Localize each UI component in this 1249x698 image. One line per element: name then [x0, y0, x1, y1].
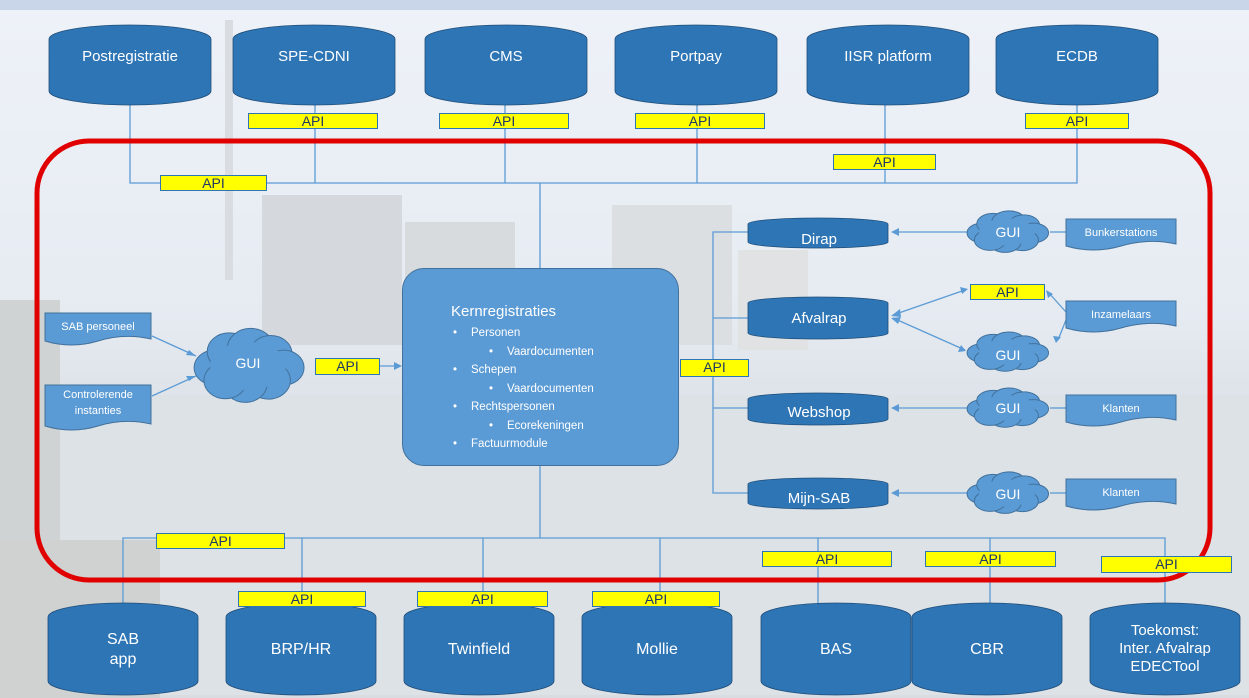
bottom-system-4-cylinder [760, 602, 912, 696]
core-item: Factuurmodule [453, 438, 548, 450]
core-registrations-box: Kernregistraties PersonenVaardocumentenS… [402, 268, 679, 466]
api-tag-twinfield: API [417, 591, 548, 607]
api-tag-iisr: API [833, 154, 936, 170]
core-title: Kernregistraties [451, 303, 557, 320]
app-webshop-cylinder [747, 392, 889, 426]
api-tag-core-apps: API [680, 359, 749, 377]
gui-afvalrap-cloud [966, 331, 1050, 372]
api-tag-cbr: API [925, 551, 1056, 567]
core-item: Rechtspersonen [453, 401, 555, 413]
api-tag-top-bus: API [160, 175, 267, 191]
bottom-system-0-cylinder [47, 602, 199, 696]
top-system-label-2: CMS [489, 48, 523, 65]
bottom-system-line: BRP/HR [270, 641, 332, 658]
bottom-system-line: BAS [819, 641, 852, 658]
top-system-label-3: Portpay [670, 48, 722, 65]
top-system-postregistratie-cylinder [48, 24, 212, 106]
bottom-system-label-0: SAB app [48, 630, 198, 670]
top-system-label-4: IISR platform [844, 48, 932, 65]
actor-klanten-webshop: Klanten [1102, 403, 1140, 415]
actor-inzamelaars-shape [1065, 300, 1177, 333]
app-afvalrap-cylinder [747, 296, 889, 340]
core-item: Personen [453, 327, 520, 339]
api-tag-toekomst: API [1101, 556, 1232, 573]
actor-sab-personeel: SAB personeel [61, 321, 135, 333]
app-mijn-sab-label: Mijn-SAB [787, 490, 851, 507]
api-tag-sab-app: API [156, 533, 285, 549]
api-tag-portpay: API [635, 113, 765, 129]
app-webshop-label: Webshop [787, 404, 851, 421]
bottom-system-6-cylinder [1089, 602, 1241, 696]
api-tag-brp-hr: API [238, 591, 366, 607]
bottom-system-line: CBR [970, 641, 1004, 658]
bottom-system-label-5: CBR [912, 640, 1062, 660]
actor-klanten-mijn-sab-shape [1065, 478, 1177, 511]
api-tag-afvalrap-inzamelaars: API [970, 284, 1045, 300]
actor-controlerende-line2: instanties [74, 405, 122, 417]
gui-webshop-cloud [966, 387, 1050, 428]
app-dirap-cylinder [747, 217, 889, 249]
bottom-system-line: Twinfield [447, 641, 511, 658]
actor-bunkerstations: Bunkerstations [1084, 227, 1158, 239]
top-system-portpay-cylinder [614, 24, 778, 106]
bottom-system-5-cylinder [911, 602, 1063, 696]
api-tag-cms: API [439, 113, 569, 129]
gui-left-label: GUI [235, 355, 261, 371]
actor-bunkerstations-shape [1065, 218, 1177, 251]
core-item: Schepen [453, 364, 517, 376]
app-mijn-sab-cylinder [747, 477, 889, 510]
core-item: Vaardocumenten [489, 383, 594, 395]
bottom-system-label-2: Twinfield [404, 640, 554, 660]
api-tag-ecdb: API [1025, 113, 1129, 129]
api-tag-spe-cdni: API [248, 113, 378, 129]
top-system-spe-cdni-cylinder [232, 24, 396, 106]
bottom-system-line: Inter. Afvalrap [1119, 640, 1211, 657]
core-item: Ecorekeningen [489, 420, 584, 432]
actor-inzamelaars: Inzamelaars [1091, 309, 1151, 321]
api-tag-gui-core: API [315, 358, 380, 375]
top-system-label-0: Postregistratie [82, 48, 178, 65]
bottom-system-label-3: Mollie [582, 640, 732, 660]
top-system-iisr-platform-cylinder [806, 24, 970, 106]
gui-mijn-sab-label: GUI [995, 486, 1021, 502]
actor-controlerende-shape [44, 384, 152, 431]
bottom-system-label-4: BAS [761, 640, 911, 660]
bottom-system-line: SAB [106, 631, 139, 648]
top-system-label-5: ECDB [1056, 48, 1098, 65]
actor-sab-personeel-shape [44, 312, 152, 346]
bottom-system-line: Toekomst: [1130, 622, 1200, 639]
gui-dirap-label: GUI [995, 224, 1021, 240]
gui-dirap-cloud [966, 210, 1050, 253]
gui-mijn-sab-cloud [966, 471, 1050, 514]
bottom-system-line: EDECTool [1130, 658, 1200, 675]
bottom-system-line: app [109, 651, 137, 668]
top-system-cms-cylinder [424, 24, 588, 106]
core-item: Vaardocumenten [489, 346, 594, 358]
bottom-system-line: Mollie [636, 641, 678, 658]
actor-klanten-mijn-sab: Klanten [1102, 487, 1140, 499]
bottom-system-label-1: BRP/HR [226, 640, 376, 660]
actor-klanten-webshop-shape [1065, 394, 1177, 427]
app-afvalrap-label: Afvalrap [791, 310, 847, 327]
app-dirap-label: Dirap [801, 231, 837, 248]
gui-left-cloud [193, 327, 305, 403]
actor-controlerende-line1: Controlerende [63, 389, 133, 401]
gui-afvalrap-label: GUI [995, 347, 1021, 363]
api-tag-bas: API [762, 551, 892, 567]
gui-webshop-label: GUI [995, 400, 1021, 416]
top-system-ecdb-cylinder [995, 24, 1159, 106]
api-tag-mollie: API [592, 591, 720, 607]
top-system-label-1: SPE-CDNI [278, 48, 350, 65]
